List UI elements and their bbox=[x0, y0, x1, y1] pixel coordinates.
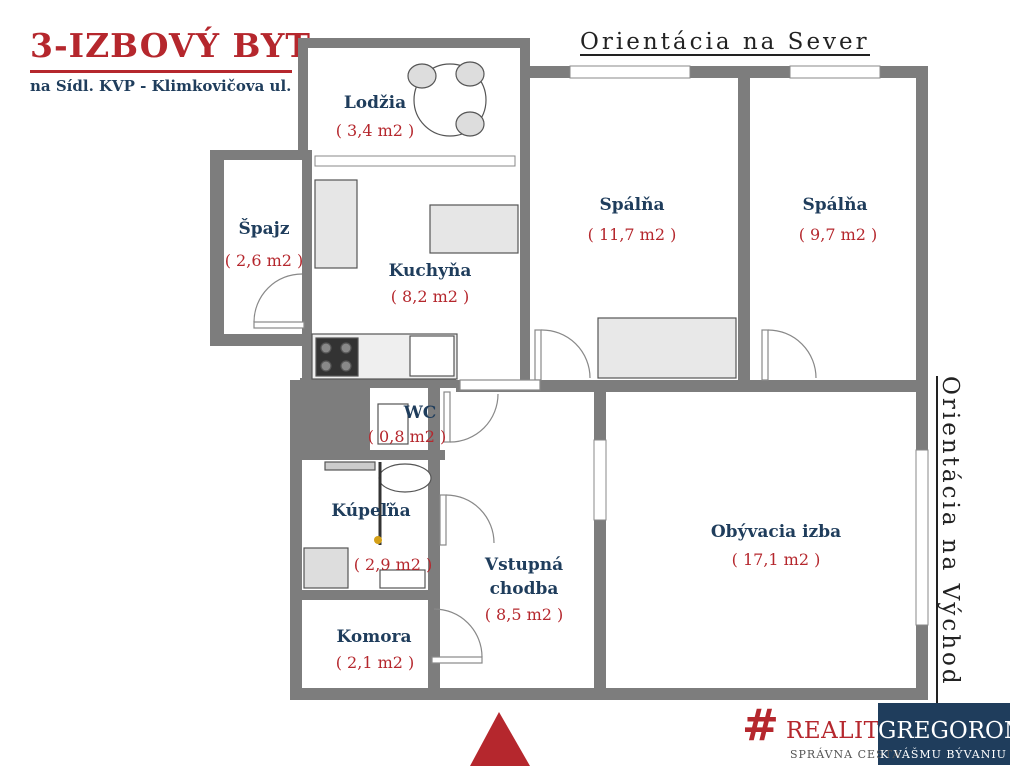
logo-tagline-1: SPRÁVNA CESTA bbox=[790, 748, 902, 761]
logo-text-gregorom: GREGOROM bbox=[878, 718, 1024, 744]
room-name-komora: Komora bbox=[336, 627, 411, 647]
room-name-kuchyna: Kuchyňa bbox=[389, 261, 472, 281]
room-name-lodzia: Lodžia bbox=[344, 93, 406, 113]
room-labels: Lodžia ( 3,4 m2 ) Špajz ( 2,6 m2 ) Kuchy… bbox=[225, 93, 878, 672]
logo-hash-icon: # bbox=[742, 700, 779, 751]
room-area-obyvacia: ( 17,1 m2 ) bbox=[732, 550, 821, 569]
logo-tagline-2: K VÁŠMU BÝVANIU bbox=[880, 748, 1007, 761]
doors bbox=[253, 273, 817, 664]
orientation-north: Orientácia na Sever bbox=[580, 29, 870, 56]
room-name-chodba: chodba bbox=[490, 579, 559, 599]
room-area-spajz: ( 2,6 m2 ) bbox=[225, 251, 304, 270]
room-area-komora: ( 2,1 m2 ) bbox=[336, 653, 415, 672]
room-area-spalna-2: ( 9,7 m2 ) bbox=[799, 225, 878, 244]
room-name-vstupna: Vstupná bbox=[484, 555, 563, 575]
room-area-kuchyna: ( 8,2 m2 ) bbox=[391, 287, 470, 306]
furniture bbox=[303, 61, 737, 589]
room-area-spalna-1: ( 11,7 m2 ) bbox=[588, 225, 677, 244]
room-area-wc: ( 0,8 m2 ) bbox=[368, 427, 447, 446]
room-area-kupelna: ( 2,9 m2 ) bbox=[354, 555, 433, 574]
room-area-vstupna-chodba: ( 8,5 m2 ) bbox=[485, 605, 564, 624]
windows bbox=[314, 65, 929, 626]
room-name-obyvacia: Obývacia izba bbox=[711, 522, 841, 542]
room-name-wc: WC bbox=[403, 403, 437, 423]
logo-box bbox=[878, 703, 1010, 765]
room-name-kupelna: Kúpeľňa bbox=[331, 501, 410, 521]
room-name-spalna-1: Spálňa bbox=[599, 195, 664, 215]
entrance-arrow bbox=[470, 712, 530, 766]
room-name-spajz: Špajz bbox=[239, 218, 290, 239]
page-subtitle: na Sídl. KVP - Klimkovičova ul. bbox=[30, 77, 292, 95]
page-title: 3-IZBOVÝ BYT bbox=[30, 26, 311, 65]
room-name-spalna-2: Spálňa bbox=[802, 195, 867, 215]
room-area-lodzia: ( 3,4 m2 ) bbox=[336, 121, 415, 140]
title-underline bbox=[30, 70, 292, 73]
